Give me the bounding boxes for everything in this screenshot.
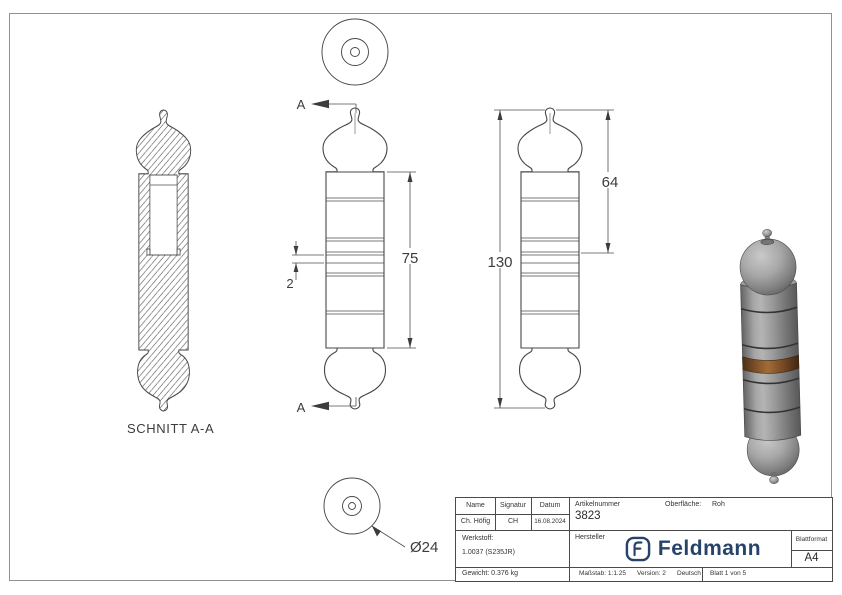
bottom-view: Ø24	[323, 477, 438, 556]
sheet-border	[9, 13, 832, 581]
front-view: A A 75	[286, 97, 421, 415]
section-marker-top: A	[297, 97, 306, 112]
brand-wordmark: Feldmann	[657, 536, 762, 560]
name-label: Name	[466, 502, 485, 509]
3d-render	[739, 228, 802, 484]
version-value: Version: 2	[637, 570, 666, 577]
sprache-value: Deutsch	[677, 570, 701, 577]
dim-2: 2	[286, 276, 293, 291]
feldmann-logo-icon	[625, 536, 651, 562]
dim-75: 75	[402, 250, 419, 267]
werkstoff-label: Werkstoff:	[462, 535, 494, 542]
top-view	[321, 18, 389, 86]
artikelnummer-value: 3823	[575, 510, 601, 522]
diameter-callout: Ø24	[371, 525, 438, 556]
dim-64: 64	[602, 174, 619, 191]
oberflaeche-label: Oberfläche:	[665, 501, 702, 508]
blatt-value: Blatt 1 von 5	[710, 570, 747, 577]
oberflaeche-value: Roh	[712, 501, 725, 508]
blattformat-label: Blattformat	[795, 536, 828, 543]
name-value: Ch. Höfig	[460, 518, 491, 525]
datum-label: Datum	[539, 502, 561, 509]
dimension-body-height: 75	[387, 171, 421, 349]
massstab-value: Maßstab: 1:1.25	[579, 570, 626, 577]
dimension-groove: 2	[286, 241, 324, 291]
signatur-label: Signatur	[499, 502, 527, 509]
section-marker-bottom: A	[297, 400, 306, 415]
section-arrow-bottom: A	[297, 397, 357, 415]
gewicht-value: Gewicht: 0.376 kg	[462, 570, 519, 577]
werkstoff-value: 1.0037 (S235JR)	[462, 549, 515, 556]
signatur-value: CH	[507, 518, 519, 525]
blattformat-value: A4	[804, 552, 819, 564]
dim-diameter: Ø24	[410, 539, 438, 556]
section-view: SCHNITT A-A	[127, 109, 214, 436]
dimension-upper-height: 64	[556, 109, 621, 254]
artikelnummer-label: Artikelnummer	[575, 501, 621, 508]
section-label: SCHNITT A-A	[127, 421, 214, 436]
dim-130: 130	[487, 254, 512, 271]
hersteller-label: Hersteller	[575, 534, 605, 541]
side-view: 130 64	[485, 107, 621, 410]
datum-value: 16.08.2024	[534, 518, 566, 525]
brand-logo: Feldmann	[596, 530, 790, 567]
section-arrow-top: A	[297, 97, 357, 113]
dimension-total-height: 130	[485, 109, 545, 409]
title-block: Name Signatur Datum Ch. Höfig CH 16.08.2…	[455, 497, 833, 582]
